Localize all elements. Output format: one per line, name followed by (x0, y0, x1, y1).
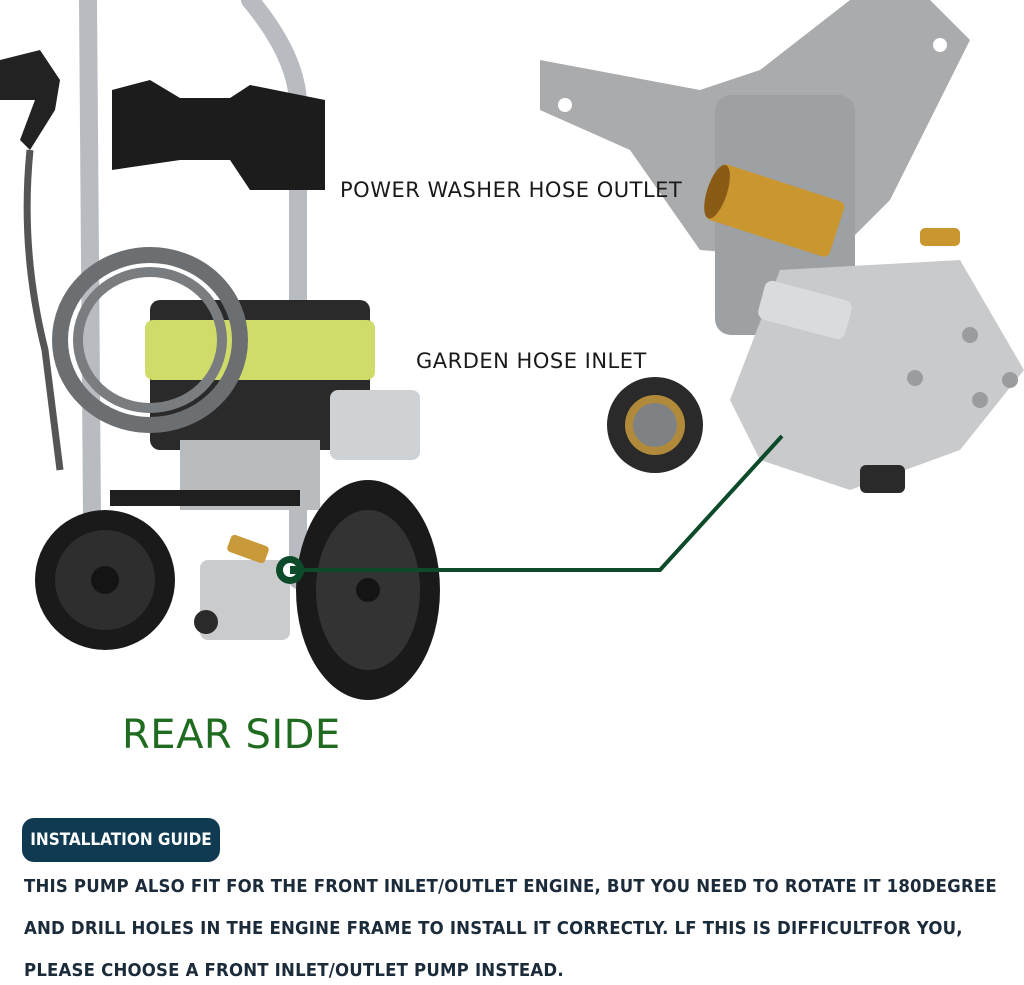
callout-connector (276, 434, 784, 584)
inlet-label: GARDEN HOSE INLET (416, 349, 647, 373)
pressure-washer-image (0, 0, 440, 700)
guide-text-line-3: PLEASE CHOOSE A FRONT INLET/OUTLET PUMP … (24, 960, 564, 981)
rear-side-label: REAR SIDE (122, 712, 341, 758)
installation-guide-badge: INSTALLATION GUIDE (22, 818, 220, 862)
outlet-label: POWER WASHER HOSE OUTLET (340, 178, 683, 202)
guide-text-line-1: THIS PUMP ALSO FIT FOR THE FRONT INLET/O… (24, 876, 997, 897)
pump-image (540, 0, 1024, 493)
guide-text-line-2: AND DRILL HOLES IN THE ENGINE FRAME TO I… (24, 918, 963, 939)
